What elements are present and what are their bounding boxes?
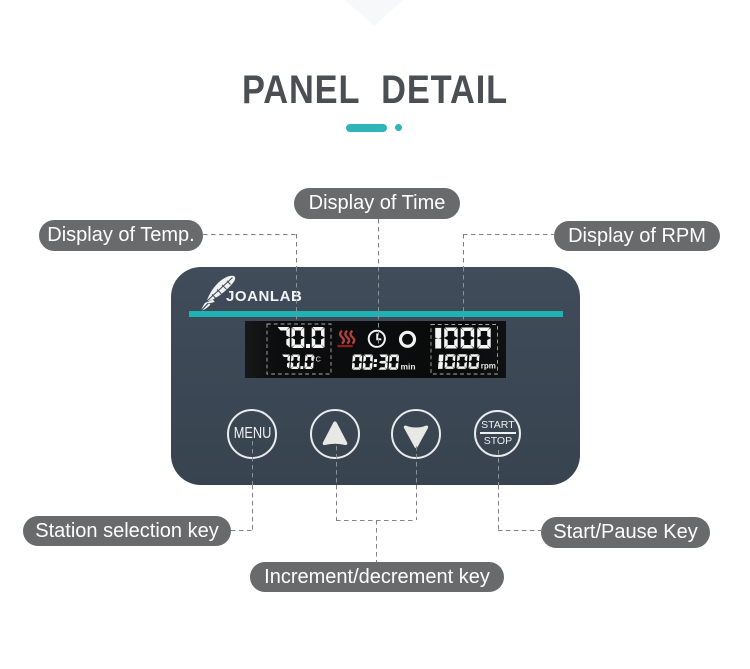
svg-text:rpm: rpm	[480, 361, 495, 370]
svg-text:°C: °C	[312, 354, 321, 363]
svg-text:min: min	[400, 361, 415, 371]
